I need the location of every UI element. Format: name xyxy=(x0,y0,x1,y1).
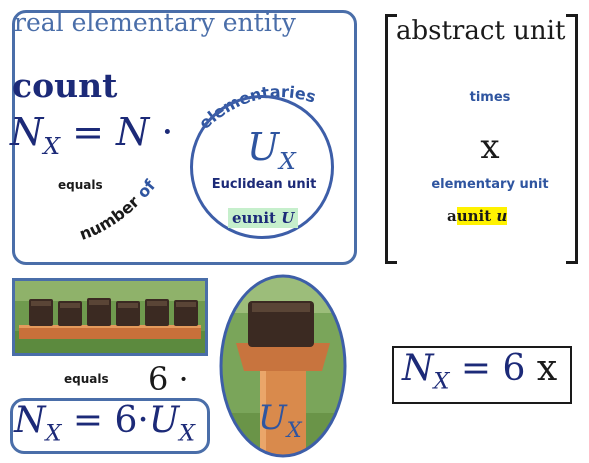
right-bracket xyxy=(566,14,578,264)
aunit-badge: aunit u xyxy=(447,207,508,225)
formula-left-u: U xyxy=(148,400,180,441)
eunit-label: eunit xyxy=(232,209,276,227)
six-wooden-blocks-on-plank-photo-icon xyxy=(15,281,205,353)
formula-dot: · xyxy=(161,110,174,154)
formula-box-left xyxy=(10,398,210,454)
elementary-unit-label: elementary unit xyxy=(431,177,549,192)
formula-box-right xyxy=(392,346,572,404)
single-block-on-post-photo-icon xyxy=(219,274,347,458)
formula-right-n: N xyxy=(402,348,434,389)
formula-n2: N xyxy=(116,110,150,154)
number-of-arc-text: number of xyxy=(77,175,160,244)
formula-equals: = xyxy=(72,110,104,154)
formula-left: NX = 6·UX xyxy=(14,400,195,446)
euclidean-unit-label: Euclidean unit xyxy=(211,177,317,192)
unit-circle xyxy=(190,95,334,239)
formula-n: N xyxy=(10,110,44,154)
arc-number-word: number xyxy=(77,189,147,244)
circle-symbol: UX xyxy=(247,125,296,175)
real-entity-title: real elementary entity xyxy=(14,8,296,37)
circle-u-subscript: X xyxy=(279,146,296,175)
oval-u: U xyxy=(258,398,287,438)
equals-label: equals xyxy=(58,178,103,192)
left-bracket xyxy=(385,14,397,264)
formula-left-u-subscript: X xyxy=(179,420,196,447)
eunit-symbol: U xyxy=(281,209,295,227)
formula-right-x: x xyxy=(536,348,558,389)
real-entity-panel xyxy=(12,10,357,265)
count-label: count xyxy=(12,66,118,105)
formula-left-n: N xyxy=(14,400,46,441)
oval-u-subscript: X xyxy=(286,417,302,442)
equals-label-bottom: equals xyxy=(64,372,109,386)
single-block-photo xyxy=(218,273,348,459)
formula-left-rest: = 6· xyxy=(72,400,149,441)
count-formula: NX = N · xyxy=(10,110,173,160)
x-symbol: x xyxy=(480,127,500,167)
circle-u: U xyxy=(247,125,280,169)
abstract-unit-title: abstract unit xyxy=(396,16,566,46)
six-blocks-photo xyxy=(12,278,208,356)
formula-right-rest: = 6 xyxy=(460,348,526,389)
six-times: 6 · xyxy=(148,360,189,398)
formula-right-n-subscript: X xyxy=(433,368,450,395)
oval-symbol: UX xyxy=(258,398,302,442)
aunit-prefix: a xyxy=(447,207,457,225)
aunit-highlight-word: unit xyxy=(456,207,492,225)
formula-right: NX = 6 x xyxy=(402,348,557,394)
formula-left-n-subscript: X xyxy=(45,420,62,447)
formula-n-subscript: X xyxy=(43,131,61,160)
aunit-symbol: u xyxy=(496,207,508,225)
eunit-badge: eunit U xyxy=(228,208,299,228)
times-label: times xyxy=(469,90,511,105)
